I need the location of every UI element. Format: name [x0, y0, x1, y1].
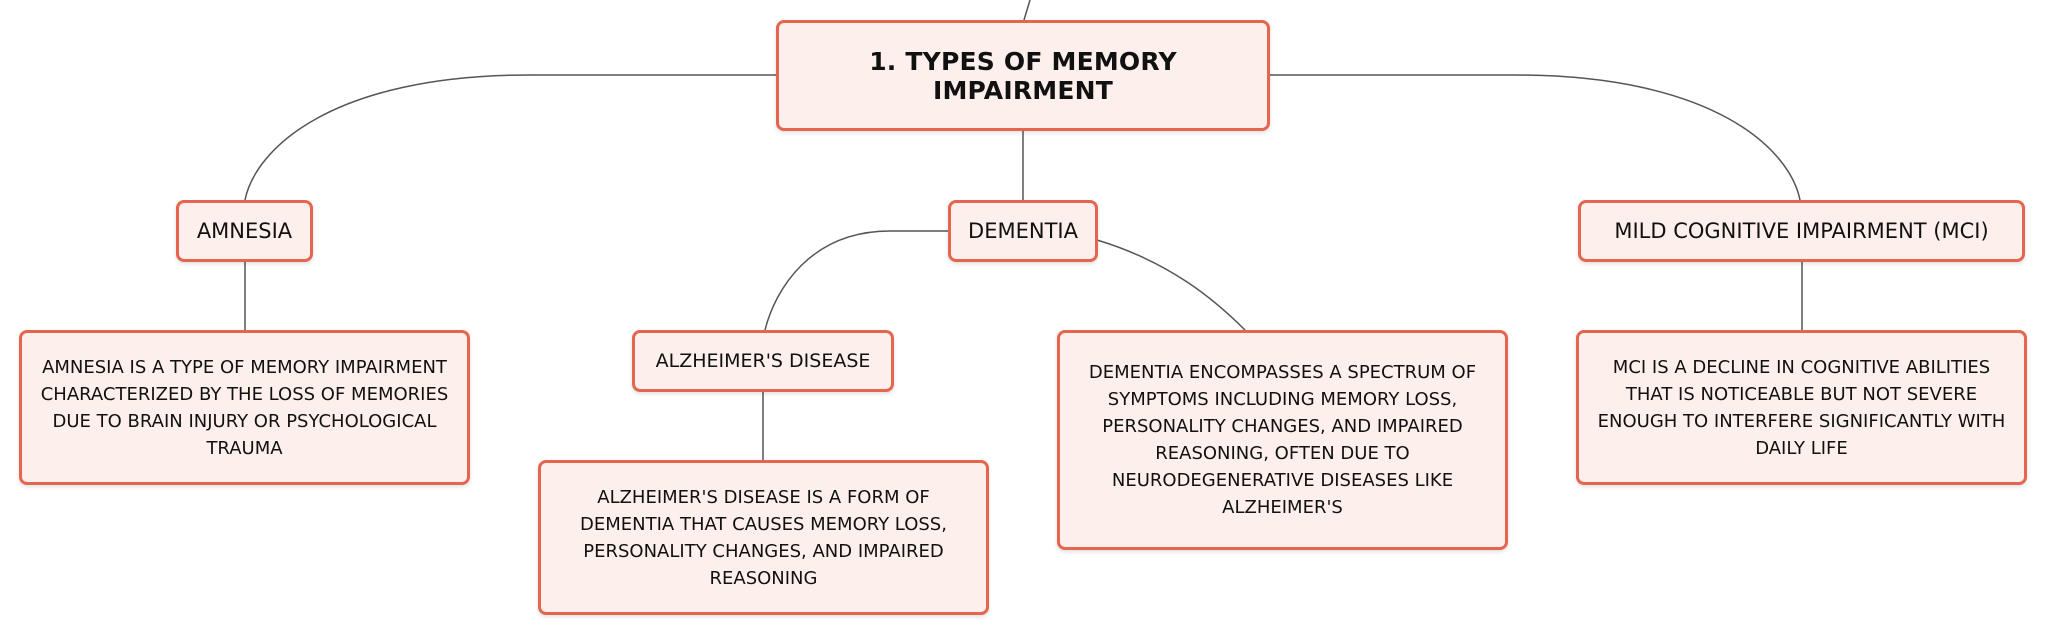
subtopic-label-alzheimers: ALZHEIMER'S DISEASE: [655, 350, 871, 372]
subtopic-node-alzheimers[interactable]: ALZHEIMER'S DISEASE: [632, 330, 894, 392]
description-node-amnesia[interactable]: AMNESIA IS A TYPE OF MEMORY IMPAIRMENT C…: [19, 330, 470, 485]
topic-label-dementia: DEMENTIA: [968, 219, 1078, 243]
root-label: 1. TYPES OF MEMORY IMPAIRMENT: [869, 46, 1177, 105]
topic-label-amnesia: AMNESIA: [196, 219, 293, 243]
link-root-to-amnesia: [244, 74, 776, 201]
description-node-alzheimers[interactable]: ALZHEIMER'S DISEASE IS A FORM OF DEMENTI…: [538, 460, 989, 615]
topic-label-mci: MILD COGNITIVE IMPAIRMENT (MCI): [1614, 219, 1989, 243]
link-root-to-mci: [1270, 74, 1801, 201]
description-text-alzheimers: ALZHEIMER'S DISEASE IS A FORM OF DEMENTI…: [580, 486, 947, 589]
topic-node-dementia[interactable]: DEMENTIA: [948, 200, 1098, 262]
description-node-dementia[interactable]: DEMENTIA ENCOMPASSES A SPECTRUM OF SYMPT…: [1057, 330, 1508, 550]
link-parent-to-root: [1023, 0, 1031, 21]
description-text-mci: MCI IS A DECLINE IN COGNITIVE ABILITIES …: [1597, 356, 2006, 459]
link-dementia-to-alzheimers: [764, 230, 950, 331]
link-dementia-to-description: [1096, 239, 1246, 331]
description-text-dementia: DEMENTIA ENCOMPASSES A SPECTRUM OF SYMPT…: [1088, 362, 1477, 518]
topic-node-amnesia[interactable]: AMNESIA: [176, 200, 313, 262]
description-text-amnesia: AMNESIA IS A TYPE OF MEMORY IMPAIRMENT C…: [40, 356, 449, 459]
topic-node-mci[interactable]: MILD COGNITIVE IMPAIRMENT (MCI): [1578, 200, 2025, 262]
root-node[interactable]: 1. TYPES OF MEMORY IMPAIRMENT: [776, 20, 1270, 131]
description-node-mci[interactable]: MCI IS A DECLINE IN COGNITIVE ABILITIES …: [1576, 330, 2027, 485]
